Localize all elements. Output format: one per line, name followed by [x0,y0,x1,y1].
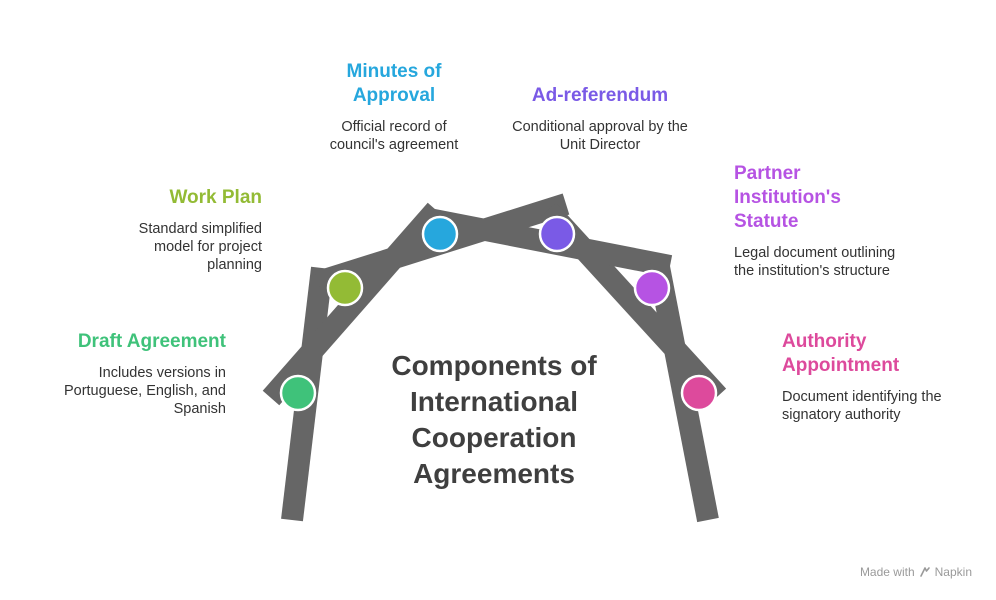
component-title: Work Plan [169,187,262,208]
node-work-plan [326,269,364,307]
center-title: Components of International Cooperation … [391,350,597,489]
node-ad-referendum [538,215,576,253]
footer-credit: Made with Napkin [860,565,972,579]
footer-brand: Napkin [934,565,972,579]
component-description: Standard simplified model for project pl… [138,221,262,273]
component-ad-referendum: Ad-referendum Conditional approval by th… [505,84,695,154]
component-description: Document identifying the signatory autho… [782,389,942,423]
component-description: Legal document outlining the institution… [734,245,896,279]
napkin-logo-icon [919,567,930,577]
component-work-plan: Work Plan Standard simplified model for … [110,186,262,274]
component-title: Ad-referendum [531,85,669,106]
node-minutes-of-approval [421,215,459,253]
component-title: Draft Agreement [77,331,226,352]
component-description: Conditional approval by the Unit Directo… [512,119,688,153]
node-draft-agreement [279,374,317,412]
component-draft-agreement: Draft Agreement Includes versions in Por… [40,330,226,418]
component-title: Authority Appointment [782,331,900,376]
component-partner-statute: Partner Institution's Statute Legal docu… [734,162,914,280]
component-description: Includes versions in Portuguese, English… [63,365,226,417]
component-title: Minutes of Approval [346,61,442,106]
component-title: Partner Institution's Statute [734,163,841,232]
component-authority-appointment: Authority Appointment Document identifyi… [782,330,952,424]
footer-prefix: Made with [859,565,915,579]
component-description: Official record of council's agreement [329,119,459,153]
node-authority-appointment [680,374,718,412]
arch-nodes [279,215,718,412]
node-partner-statute [633,269,671,307]
component-minutes-of-approval: Minutes of Approval Official record of c… [318,60,470,154]
